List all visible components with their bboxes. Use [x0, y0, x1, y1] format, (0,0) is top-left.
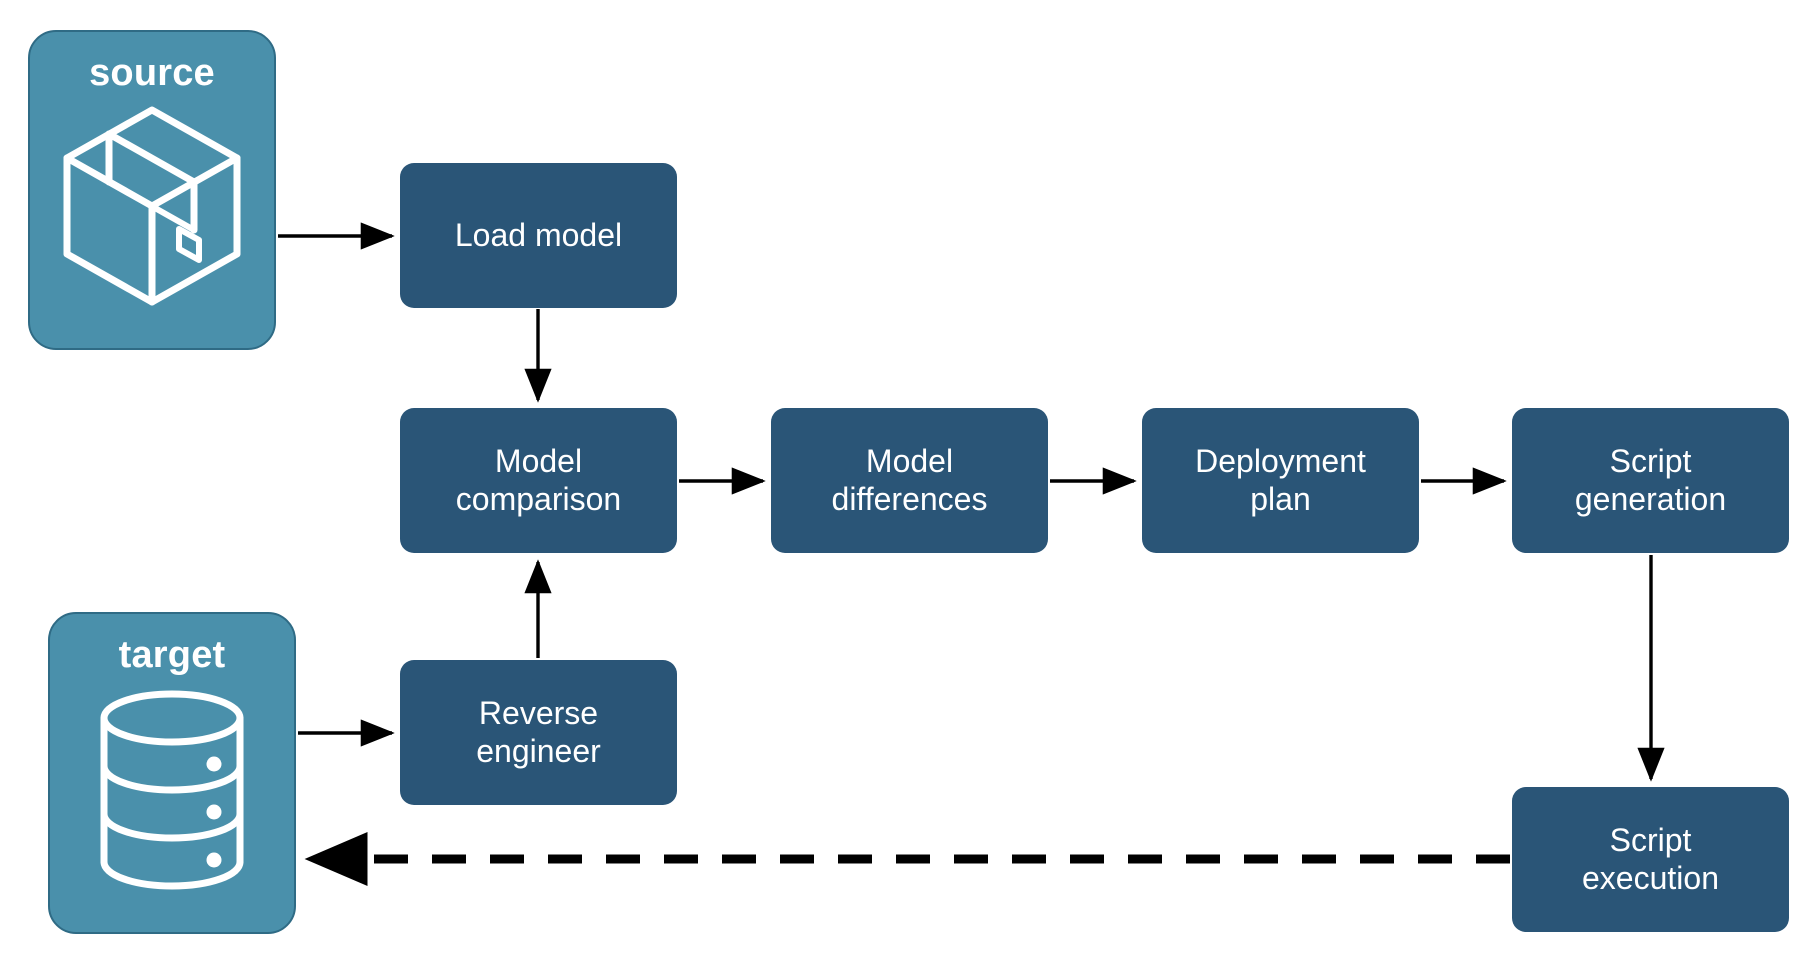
process-model-differences[interactable]: Model differences — [771, 408, 1048, 553]
process-model-differences-label: Model differences — [831, 442, 988, 517]
process-reverse-engineer-label: Reverse engineer — [476, 694, 601, 769]
process-load-model[interactable]: Load model — [400, 163, 677, 308]
process-load-model-label: Load model — [454, 216, 623, 253]
process-deployment-plan-label: Deployment plan — [1195, 442, 1366, 517]
endpoint-source-label: source — [89, 52, 215, 94]
endpoint-source[interactable]: source — [28, 30, 276, 350]
database-cylinder-icon — [86, 674, 258, 899]
endpoint-target-label: target — [118, 634, 226, 676]
endpoint-target[interactable]: target — [48, 612, 296, 934]
process-model-comparison[interactable]: Model comparison — [400, 408, 677, 553]
process-model-comparison-label: Model comparison — [455, 442, 622, 517]
process-script-execution-label: Script execution — [1582, 821, 1719, 896]
process-script-execution[interactable]: Script execution — [1512, 787, 1789, 932]
process-script-generation[interactable]: Script generation — [1512, 408, 1789, 553]
process-reverse-engineer[interactable]: Reverse engineer — [400, 660, 677, 805]
process-deployment-plan[interactable]: Deployment plan — [1142, 408, 1419, 553]
package-box-icon — [57, 92, 247, 313]
process-script-generation-label: Script generation — [1574, 442, 1727, 517]
